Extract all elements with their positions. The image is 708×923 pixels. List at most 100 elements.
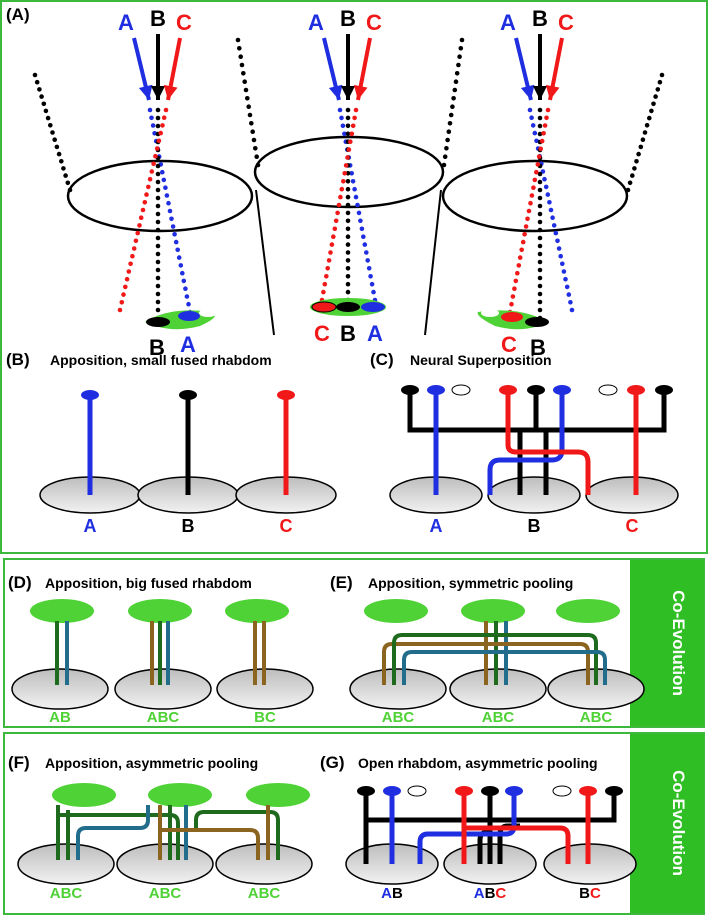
right-ray-red-dot [539,138,545,144]
left-ray-red-dot [160,123,165,128]
right-ray-red-dot [520,239,526,245]
center-ray-blue-dot [368,274,373,279]
panel-d-cell-1 [11,668,109,710]
center-ray-red-dot [343,163,349,168]
right-ray-black-dot [537,123,543,129]
left-ray-blue-dot [186,301,191,307]
outer-ray-mid-right-dot [458,46,464,51]
left-arrow-c-head [163,84,178,100]
right-ray-black-dot [537,171,543,177]
panel-c-label-b: B [528,516,541,536]
left-ray-red-dot [121,292,126,297]
outer-ray-mid-left-dot [242,79,247,84]
outer-ray-right-dot [627,180,633,186]
right-ray-black-dot [537,243,543,249]
center-ray-black-dot [345,202,351,208]
right-ray-black-dot [537,115,543,121]
center-ray-red-dot [342,171,348,176]
panel-b-rhabdomere-c [277,390,295,400]
panel-g-label-3-c: C [590,885,601,902]
right-ray-red-dot [512,286,517,292]
center-arrow-a-head [328,84,343,100]
panel-f-label-3: ABC [248,885,281,902]
outer-ray-left-dot [32,72,38,78]
left-ray-red-dot [163,107,169,113]
rhabdom-left-label-b: B [149,335,165,360]
center-ray-black-dot [345,131,351,137]
right-ray-black-dot [537,195,543,201]
left-ray-blue-dot [180,270,185,276]
outer-ray-mid-right-dot [453,79,459,84]
panel-f-cell-3 [215,843,313,885]
rhabdomere-center-b [336,302,360,312]
center-ray-red-dot [332,226,338,232]
center-ray-red-dot [329,242,335,247]
outer-ray-left-dot [54,144,60,150]
right-ray-red-dot [536,154,542,159]
rhabdom-right [477,309,549,330]
right-ray-red-dot [522,232,527,237]
left-ray-red-dot [147,176,153,182]
right-ray-red-dot [516,263,522,268]
panel-d-title: Apposition, big fused rhabdom [45,575,252,591]
right-ray-blue-dot [547,200,552,205]
center-ray-blue-dot [365,258,371,263]
panel-f-title: Apposition, asymmetric pooling [45,755,258,771]
left-ray-blue-dot [172,232,177,237]
outer-ray-right-dot [659,72,665,78]
right-ray-red-dot [542,123,548,128]
boundary-line-right [424,189,442,336]
rhabdom-left [145,309,217,330]
coevolution-label-1: Co-Evolution [669,590,688,696]
panel-g-label-1-a: A [381,885,392,902]
panel-g-label-1-b: B [392,885,403,902]
panel-f-label-1: ABC [50,885,83,902]
right-ray-black-dot [537,267,543,273]
panel-f-brown-route [160,828,260,860]
center-ray-blue-dot [369,281,375,287]
outer-ray-right-dot [636,151,641,157]
right-ray-blue-dot [545,192,551,197]
right-ray-blue-dot [543,184,549,190]
right-ray-red-dot [523,224,529,229]
outer-ray-left-dot [48,123,53,128]
right-ray-red-dot [528,200,533,206]
outer-ray-right-dot [634,159,639,164]
center-ray-black-dot [345,210,351,216]
panel-f-diagram [17,783,313,885]
panel-g-letter: (G) [320,753,345,772]
panel-c-rh-3 [451,384,471,396]
right-ray-black-dot [537,299,543,305]
rhabdomere-left-empty [199,309,217,317]
panel-d-label-3: BC [254,709,276,726]
outer-ray-right-dot [638,144,644,150]
rhabdom-center-label-a: A [367,321,383,346]
left-ray-black-dot [155,307,161,313]
panel-b-letter: (B) [6,350,30,369]
outer-ray-left-dot [59,159,64,164]
panel-c-cell-3 [585,476,679,514]
left-ray-blue-dot [169,216,174,222]
outer-ray-left-dot [52,137,57,142]
right-ray-blue-dot [555,238,560,244]
center-ray-red-dot [321,289,326,295]
left-ray-red-dot [161,115,167,120]
coevolution-box-2 [630,734,704,913]
center-ray-blue-dot [337,107,343,113]
center-arrow-b-head [341,86,355,100]
panel-c-red-route [505,392,591,495]
outer-ray-left-dot [34,79,40,85]
left-ray-red-dot [158,130,163,136]
outer-ray-right-dot [640,137,646,142]
panel-e-cell-1 [349,668,447,710]
coevolution-label-2: Co-Evolution [669,770,688,876]
left-ray-black-dot [155,115,161,121]
center-ray-black-dot [345,274,351,279]
panel-b-label-c: C [280,516,293,536]
left-ray-blue-dot [173,239,179,245]
panel-d-letter: (D) [8,573,32,592]
center-ray-red-dot [325,266,331,271]
left-ray-red-dot [131,246,137,251]
right-ray-red-dot [535,162,541,167]
